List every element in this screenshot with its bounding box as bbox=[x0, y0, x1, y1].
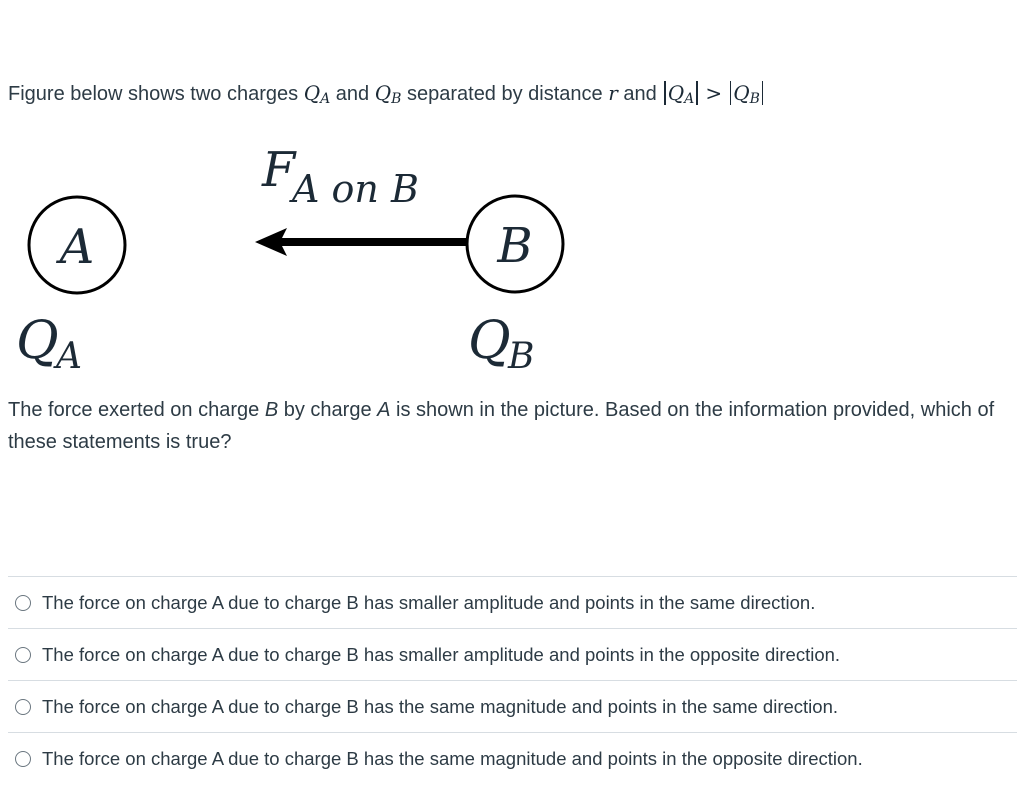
radio-button-icon[interactable] bbox=[15, 594, 31, 611]
charge-b-q: Q bbox=[468, 311, 511, 371]
force-label-f: F bbox=[261, 142, 297, 198]
charge-a-q: Q bbox=[16, 311, 59, 371]
charge-diagram: F A on B A B Q A Q B bbox=[16, 142, 565, 376]
charge-a-ref: A bbox=[377, 399, 391, 421]
r-symbol: r bbox=[608, 81, 618, 105]
abs-bar bbox=[696, 81, 698, 105]
answer-option-1[interactable]: The force on charge A due to charge B ha… bbox=[8, 576, 1017, 628]
question-text: The force exerted on charge B by charge … bbox=[8, 399, 995, 453]
intro-part: and bbox=[330, 83, 375, 105]
answer-label: The force on charge A due to charge B ha… bbox=[42, 591, 816, 613]
answer-label: The force on charge A due to charge B ha… bbox=[42, 695, 838, 717]
force-arrow-head-icon bbox=[255, 228, 287, 256]
answer-option-2[interactable]: The force on charge A due to charge B ha… bbox=[8, 628, 1017, 680]
answer-option-4[interactable]: The force on charge A due to charge B ha… bbox=[8, 732, 1017, 784]
greater-than-sign: > bbox=[705, 81, 723, 105]
abs-bar bbox=[761, 81, 764, 105]
intro-part: Figure below shows two charges bbox=[8, 83, 304, 105]
answer-label: The force on charge A due to charge B ha… bbox=[42, 747, 863, 769]
answer-list: The force on charge A due to charge B ha… bbox=[8, 576, 1017, 784]
intro-text: Figure below shows two charges QA and QB… bbox=[8, 78, 765, 109]
intro-part: and bbox=[617, 83, 663, 105]
radio-button-icon[interactable] bbox=[15, 646, 31, 663]
qa-abs-symbol: QA bbox=[667, 81, 695, 107]
qb-abs-symbol: QB bbox=[733, 81, 760, 107]
charge-b-letter: B bbox=[496, 218, 532, 274]
charge-a-circle bbox=[27, 195, 127, 295]
qa-symbol: QA bbox=[303, 81, 331, 107]
force-label-sub: A on B bbox=[289, 167, 419, 211]
charge-b-sub: B bbox=[507, 336, 534, 376]
radio-button-icon[interactable] bbox=[15, 750, 31, 767]
abs-bar bbox=[729, 81, 732, 105]
charge-a-sub: A bbox=[53, 336, 82, 376]
abs-bar bbox=[664, 81, 666, 105]
qb-symbol: QB bbox=[374, 81, 402, 107]
radio-button-icon[interactable] bbox=[15, 698, 31, 715]
charge-b-circle bbox=[465, 194, 565, 294]
answer-label: The force on charge A due to charge B ha… bbox=[42, 643, 841, 665]
intro-part: separated by distance bbox=[401, 83, 609, 105]
charge-b-ref: B bbox=[264, 399, 279, 421]
answer-option-3[interactable]: The force on charge A due to charge B ha… bbox=[8, 680, 1017, 732]
charge-a-letter: A bbox=[56, 219, 95, 275]
